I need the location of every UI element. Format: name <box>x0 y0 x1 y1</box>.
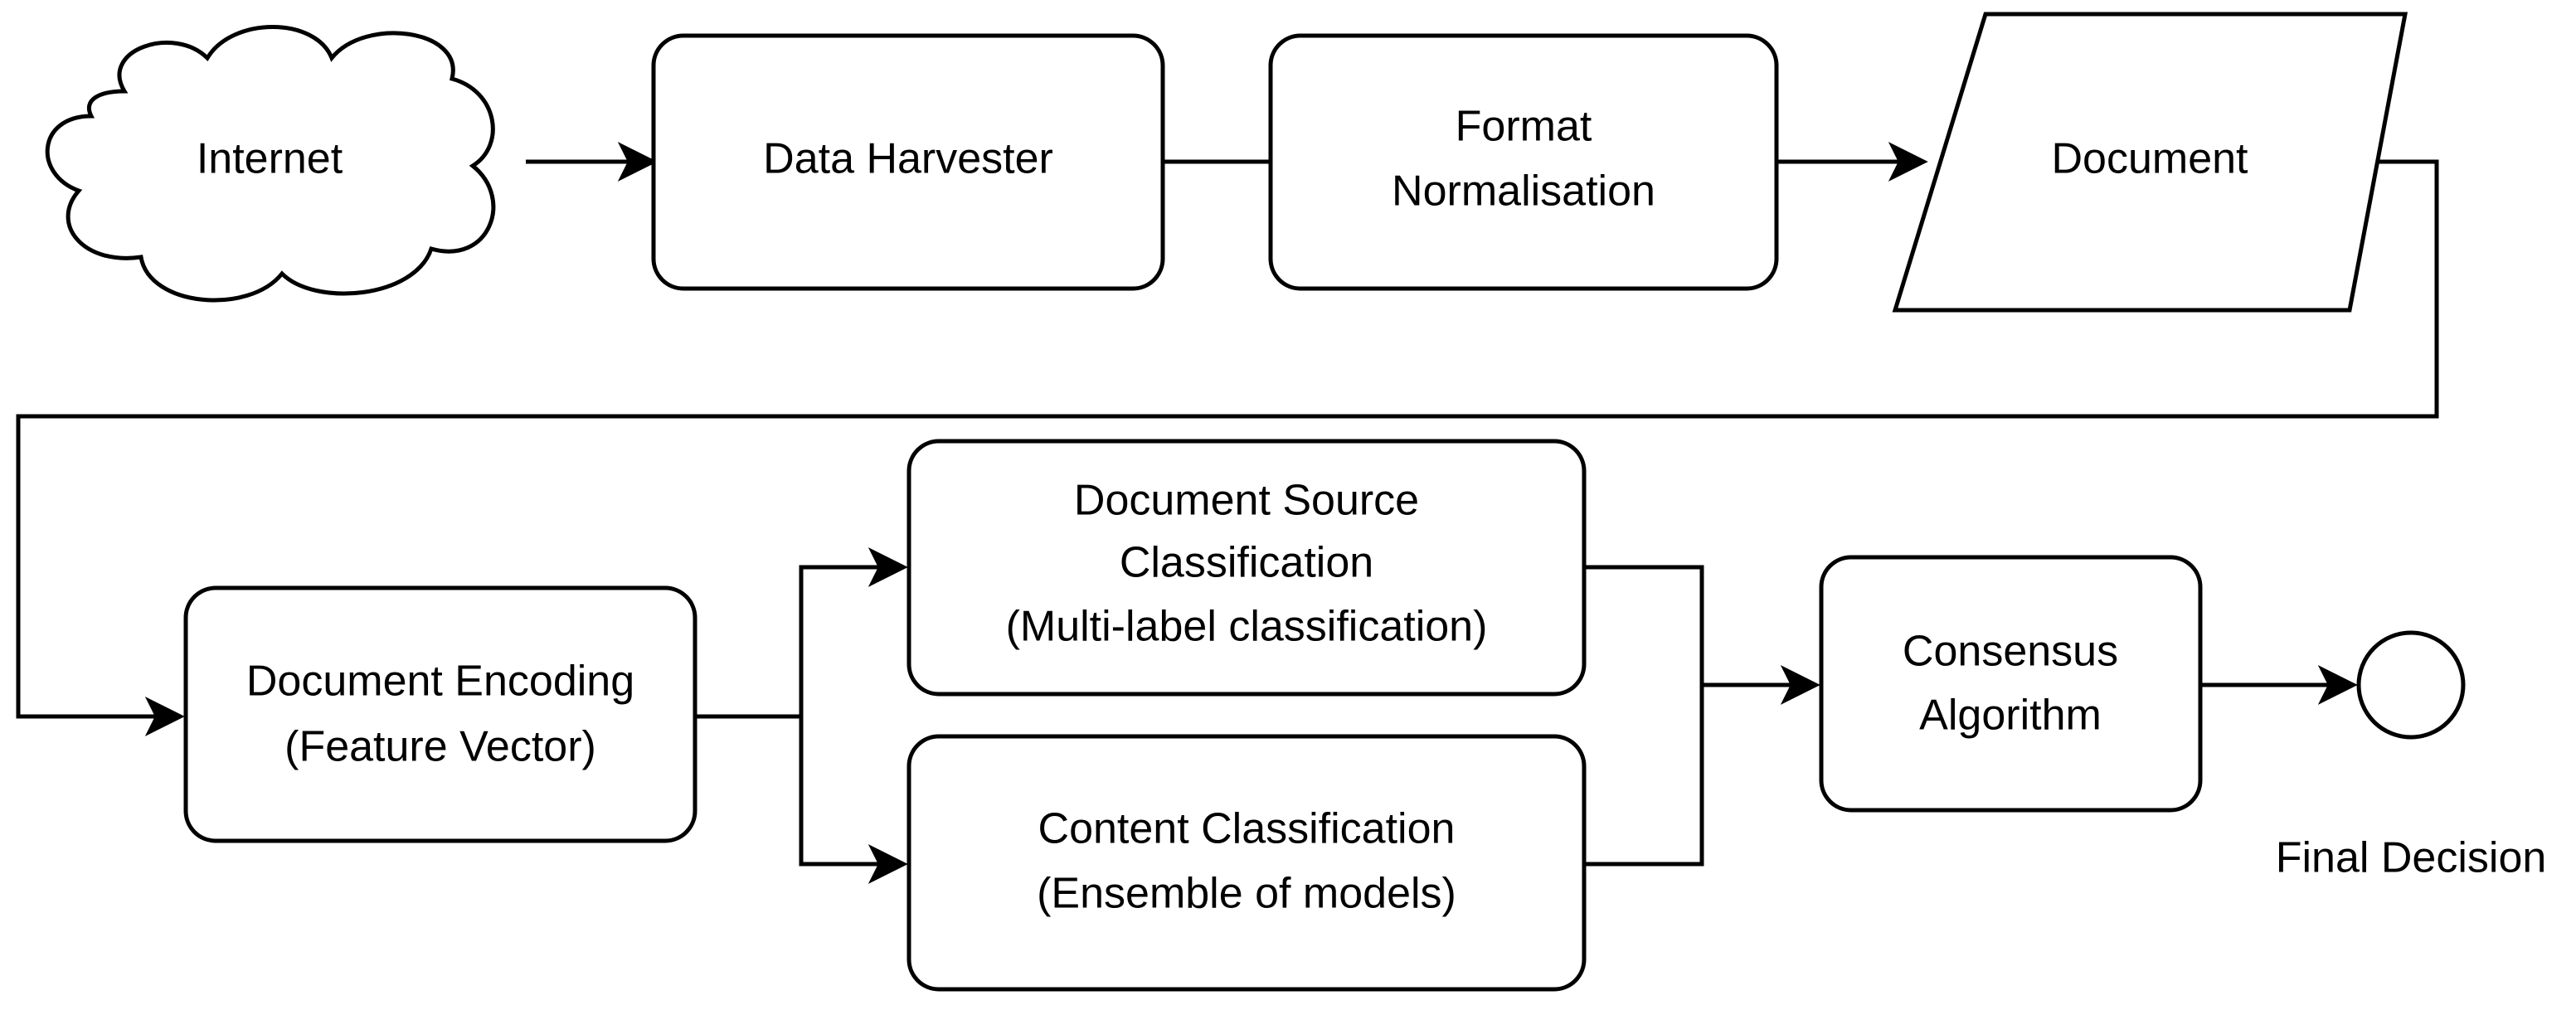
consensus-algorithm-box <box>1819 555 2203 813</box>
content-classification-label-line1: Content Classification <box>1038 805 1456 853</box>
document-encoding-label-line2: (Feature Vector) <box>284 723 596 771</box>
content-classification-node: Content Classification (Ensemble of mode… <box>906 734 1587 992</box>
cloud-shape <box>45 25 496 303</box>
format-normalisation-label-line2: Normalisation <box>1392 168 1655 216</box>
internet-label: Internet <box>197 135 343 183</box>
document-source-classification-box <box>906 439 1587 697</box>
edge-branch-to-source-classification <box>799 547 908 716</box>
document-parallelogram <box>1892 12 2408 313</box>
end-circle <box>2356 630 2466 740</box>
consensus-algorithm-label-line2: Algorithm <box>1919 692 2102 740</box>
document-encoding-label-line1: Document Encoding <box>246 658 634 706</box>
document-node: Document <box>1892 12 2408 313</box>
data-harvester-node: Data Harvester <box>651 33 1165 291</box>
document-source-classification-label-line2: Classification <box>1120 539 1373 587</box>
document-encoding-box <box>183 585 697 843</box>
document-source-classification-label-line3: (Multi-label classification) <box>1006 603 1488 651</box>
document-encoding-node: Document Encoding (Feature Vector) <box>183 585 697 843</box>
final-decision-node: Final Decision <box>2276 630 2547 882</box>
final-decision-label: Final Decision <box>2276 834 2547 882</box>
content-classification-box <box>906 734 1587 992</box>
edge-branch-to-content-classification <box>799 716 908 884</box>
edges <box>16 142 2439 884</box>
format-normalisation-node: Format Normalisation <box>1268 33 1779 291</box>
consensus-algorithm-node: Consensus Algorithm <box>1819 555 2203 813</box>
content-classification-label-line2: (Ensemble of models) <box>1037 870 1456 918</box>
internet-node: Internet <box>45 25 496 303</box>
consensus-algorithm-label-line1: Consensus <box>1903 628 2118 676</box>
format-normalisation-box <box>1268 33 1779 291</box>
format-normalisation-label-line1: Format <box>1456 103 1592 151</box>
edge-document-to-encoding <box>16 159 2439 736</box>
document-source-classification-node: Document Source Classification (Multi-la… <box>906 439 1587 697</box>
data-harvester-box <box>651 33 1165 291</box>
data-harvester-label: Data Harvester <box>763 135 1053 183</box>
document-label: Document <box>2052 135 2249 183</box>
document-source-classification-label-line1: Document Source <box>1074 477 1419 525</box>
edge-source-classification-to-merge <box>1584 565 1704 867</box>
